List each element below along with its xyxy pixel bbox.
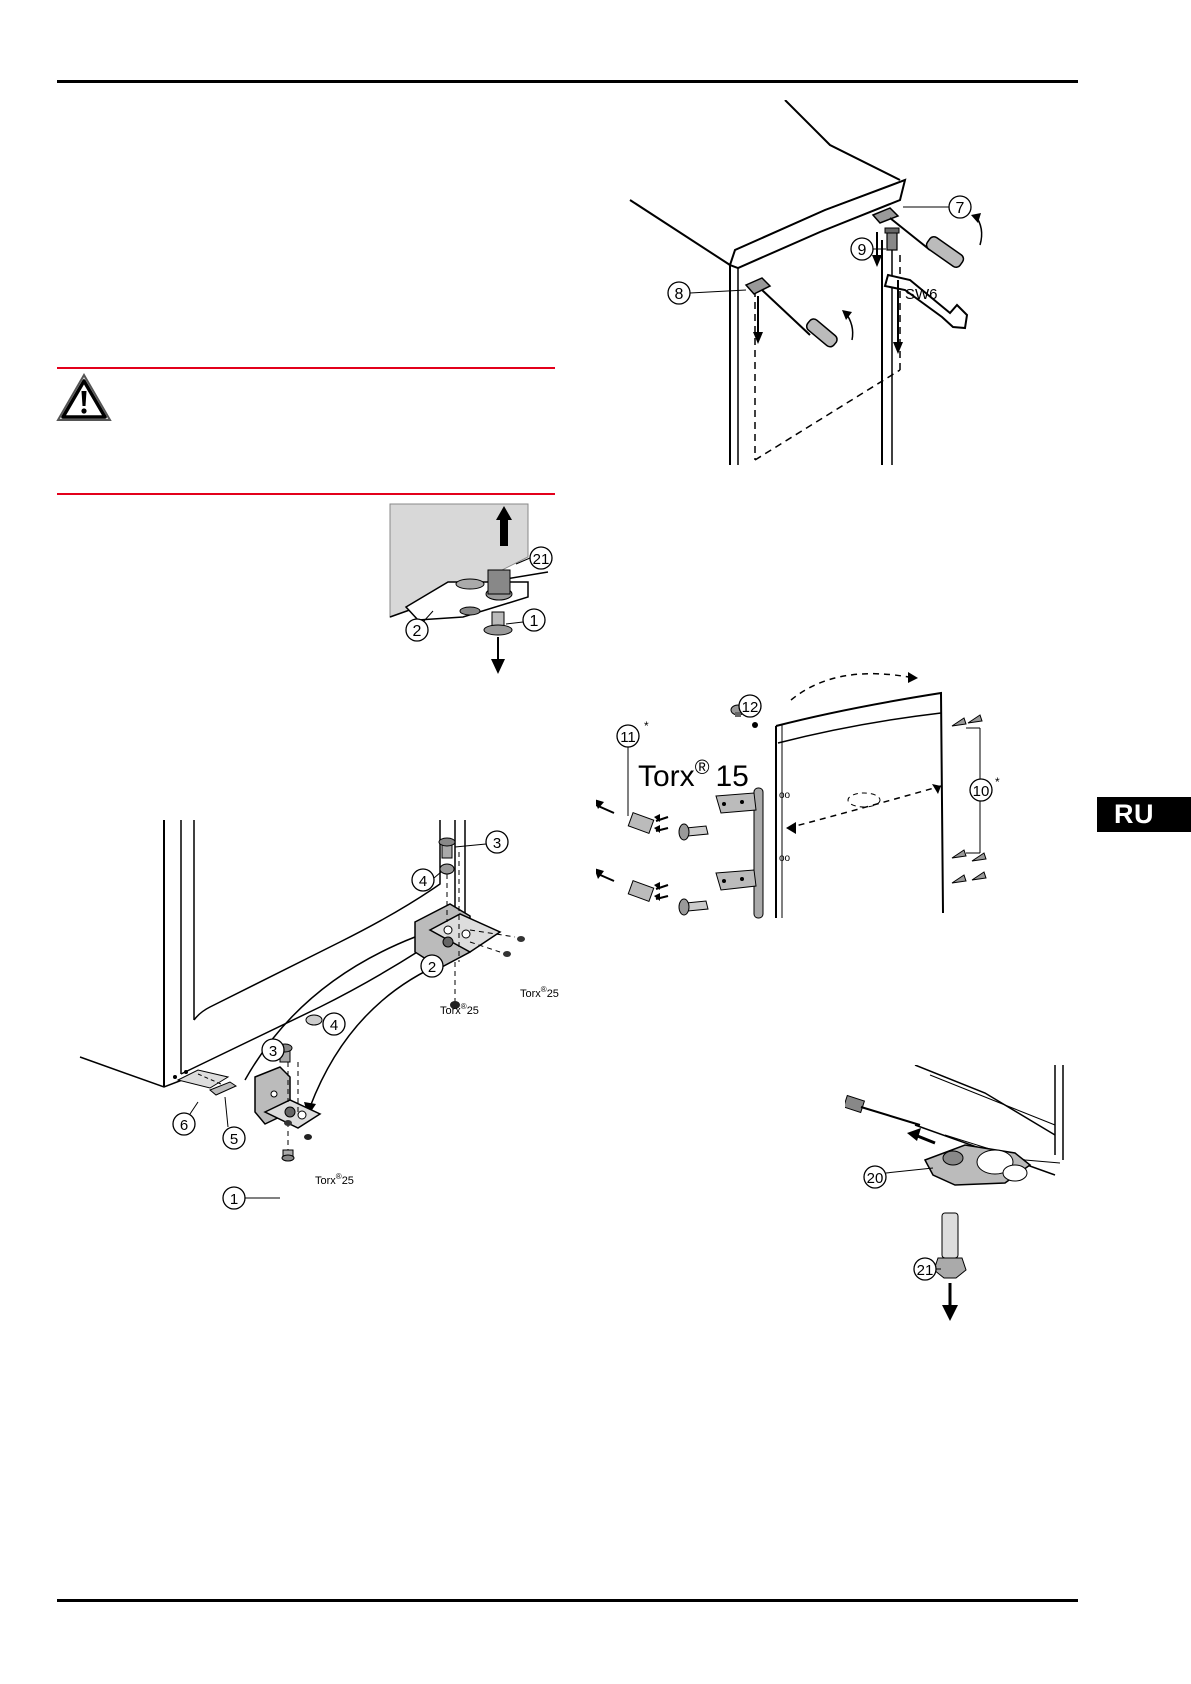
callout-2: 2 [413,623,422,640]
callout-12: 12 [742,699,759,716]
callout-10-asterisk: * [995,775,1000,789]
callout-11-asterisk: * [644,719,649,733]
torx-size-lower: 25 [342,1175,354,1187]
torx-reg-lower: ® [336,1172,342,1181]
torx-reg-right: ® [541,985,547,994]
warning-triangle-icon [55,372,113,424]
callout-8: 8 [675,286,684,303]
torx-label-lower: Torx [315,1175,336,1187]
torx-size: 15 [715,760,748,793]
callout-21: 21 [917,1262,934,1279]
torx-label: Torx [638,760,695,793]
figure-foot: 21 2 1 [388,502,558,687]
callout-3-lower: 3 [269,1043,277,1060]
callout-1: 1 [230,1191,238,1208]
svg-text:oo: oo [779,790,791,801]
torx-label-middle: Torx [440,1005,461,1017]
torx-size-middle: 25 [467,1005,479,1017]
callout-1: 1 [530,613,539,630]
warning-bottom-rule [57,493,555,495]
svg-text:Torx®25: Torx®25 [440,1002,479,1017]
figure-top-hinges: 7 9 8 SW6 [620,100,1020,470]
torx-size-right: 25 [547,988,559,1000]
callout-2: 2 [428,959,436,976]
callout-4-upper: 4 [419,873,427,890]
top-rule [57,80,1078,83]
callout-9: 9 [858,242,867,259]
callout-3-upper: 3 [493,835,501,852]
callout-5: 5 [230,1131,238,1148]
svg-text:Torx®15: Torx®15 [638,757,749,793]
torx-registered-mark: ® [695,757,710,779]
wrench-size-label: SW6 [905,286,938,303]
bottom-rule [57,1599,1078,1602]
callout-21: 21 [533,551,550,568]
callout-11: 11 [620,729,636,746]
svg-text:oo: oo [779,853,791,864]
figure-bottom-hinge: 3 4 2 4 3 6 5 1 Torx®25 Torx®25 Torx®25 [70,812,570,1222]
torx-label-right: Torx [520,988,541,1000]
callout-6: 6 [180,1117,188,1134]
callout-7: 7 [956,200,965,217]
callout-4-lower: 4 [330,1017,338,1034]
torx-reg-middle: ® [461,1002,467,1011]
callout-10: 10 [973,783,990,800]
callout-20: 20 [867,1170,884,1187]
warning-top-rule [57,367,555,369]
language-tab: RU [1097,797,1191,832]
svg-text:Torx®25: Torx®25 [520,985,559,1000]
figure-lower-hinge: 20 21 [845,1065,1075,1335]
figure-handle: oo oo 12 11 * [596,668,1026,928]
svg-text:Torx®25: Torx®25 [315,1172,354,1187]
